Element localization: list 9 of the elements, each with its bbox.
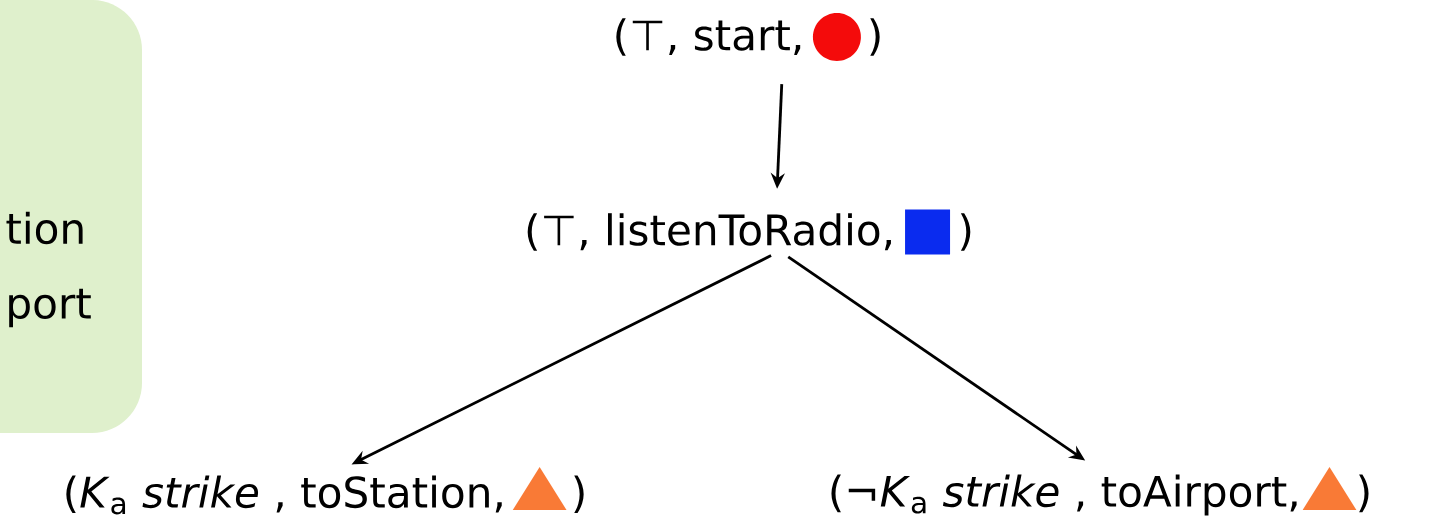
circle-marker (812, 13, 861, 61)
panel: tion port (0, 0, 142, 433)
tuple-label: (⊤, start, ) (616, 18, 880, 56)
triangle-marker (512, 466, 567, 510)
tuple-label: (⊤, listenToRadio, ) (527, 213, 971, 251)
tuple-label: (¬K$_{a}$ strike , toAirport, ) (831, 474, 1369, 516)
triangle-marker (1302, 466, 1357, 510)
tuple-label: (K$_{a}$ strike , toStation, ) (66, 475, 584, 515)
square-marker (905, 209, 951, 255)
